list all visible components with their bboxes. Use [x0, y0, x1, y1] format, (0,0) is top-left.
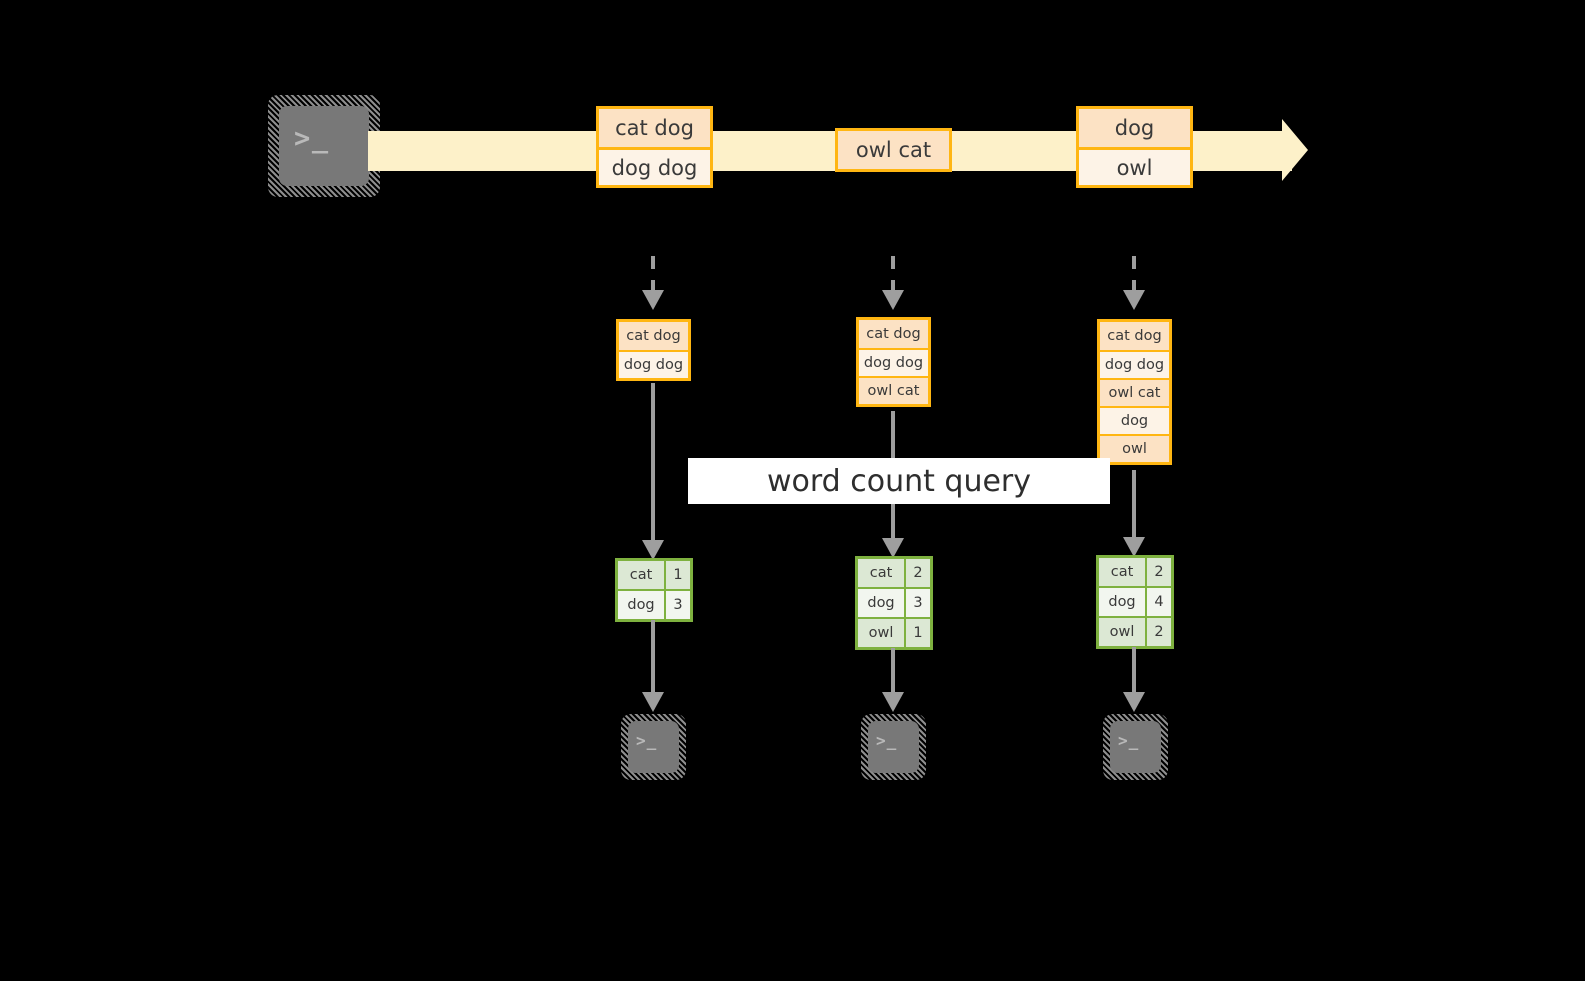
result-word: dog: [858, 589, 904, 617]
snapshot-1-sink-arrowhead: [642, 692, 664, 712]
snapshot-1-sink-terminal[interactable]: >_: [621, 714, 686, 780]
table-row: dog 4: [1099, 586, 1171, 616]
snapshot-3-result-table[interactable]: cat 2 dog 4 owl 2: [1096, 555, 1174, 649]
table-row: dog 3: [858, 587, 930, 617]
result-count: 2: [904, 559, 930, 587]
terminal-prompt-glyph: >_: [294, 123, 330, 154]
snapshot-1-query-line: [651, 383, 655, 550]
snapshot-input-line: cat dog: [619, 322, 688, 350]
stream-arrow-head: [1282, 119, 1308, 181]
snapshot-2-input-box[interactable]: cat dog dog dog owl cat: [856, 317, 931, 407]
snapshot-input-line: cat dog: [859, 320, 928, 348]
result-count: 3: [664, 591, 690, 619]
table-row: cat 2: [1099, 558, 1171, 586]
terminal-screen: [279, 106, 369, 186]
snapshot-3-feed-arrowhead: [1123, 290, 1145, 310]
result-word: dog: [1099, 588, 1145, 616]
result-count: 2: [1145, 618, 1171, 646]
snapshot-3-feed-line: [1132, 256, 1136, 292]
snapshot-2-sink-line: [891, 648, 895, 698]
snapshot-1-input-box[interactable]: cat dog dog dog: [616, 319, 691, 381]
table-row: cat 1: [618, 561, 690, 589]
terminal-screen: [1110, 721, 1161, 773]
snapshot-1-query-arrowhead: [642, 540, 664, 560]
stream-source-terminal[interactable]: >_: [268, 95, 380, 197]
word-count-query-band: word count query: [688, 458, 1110, 504]
snapshot-1-result-table[interactable]: cat 1 dog 3: [615, 558, 693, 622]
result-word: cat: [1099, 558, 1145, 586]
stream-event-line: owl: [1079, 147, 1190, 185]
snapshot-input-line: dog: [1100, 406, 1169, 434]
stream-event-group-1[interactable]: cat dog dog dog: [596, 106, 713, 188]
result-word: owl: [1099, 618, 1145, 646]
snapshot-3-input-box[interactable]: cat dog dog dog owl cat dog owl: [1097, 319, 1172, 465]
table-row: owl 2: [1099, 616, 1171, 646]
snapshot-2-result-table[interactable]: cat 2 dog 3 owl 1: [855, 556, 933, 650]
word-count-query-label: word count query: [766, 463, 1032, 499]
stream-event-line: owl cat: [838, 131, 949, 169]
result-word: owl: [858, 619, 904, 647]
snapshot-1-feed-line: [651, 256, 655, 292]
result-word: dog: [618, 591, 664, 619]
terminal-screen: [868, 721, 919, 773]
snapshot-1-feed-arrowhead: [642, 290, 664, 310]
terminal-prompt-glyph: >_: [1118, 731, 1140, 750]
snapshot-input-line: dog dog: [859, 348, 928, 376]
terminal-prompt-glyph: >_: [636, 731, 658, 750]
snapshot-2-sink-terminal[interactable]: >_: [861, 714, 926, 780]
snapshot-1-sink-line: [651, 620, 655, 698]
result-word: cat: [618, 561, 664, 589]
snapshot-3-sink-terminal[interactable]: >_: [1103, 714, 1168, 780]
result-count: 2: [1145, 558, 1171, 586]
snapshot-input-line: cat dog: [1100, 322, 1169, 350]
result-word: cat: [858, 559, 904, 587]
result-count: 1: [664, 561, 690, 589]
snapshot-3-sink-line: [1132, 647, 1136, 698]
table-row: owl 1: [858, 617, 930, 647]
snapshot-3-sink-arrowhead: [1123, 692, 1145, 712]
stream-event-group-2[interactable]: owl cat: [835, 128, 952, 172]
snapshot-input-line: dog dog: [1100, 350, 1169, 378]
table-row: dog 3: [618, 589, 690, 619]
stream-event-line: cat dog: [599, 109, 710, 147]
stream-event-line: dog: [1079, 109, 1190, 147]
terminal-screen: [628, 721, 679, 773]
snapshot-3-query-arrowhead: [1123, 537, 1145, 557]
snapshot-input-line: owl cat: [1100, 378, 1169, 406]
snapshot-3-query-line: [1132, 470, 1136, 548]
snapshot-2-query-arrowhead: [882, 538, 904, 558]
result-count: 1: [904, 619, 930, 647]
stream-event-line: dog dog: [599, 147, 710, 185]
snapshot-input-line: owl: [1100, 434, 1169, 462]
snapshot-2-feed-line: [891, 256, 895, 292]
snapshot-2-feed-arrowhead: [882, 290, 904, 310]
table-row: cat 2: [858, 559, 930, 587]
snapshot-input-line: dog dog: [619, 350, 688, 378]
result-count: 3: [904, 589, 930, 617]
stream-event-group-3[interactable]: dog owl: [1076, 106, 1193, 188]
snapshot-input-line: owl cat: [859, 376, 928, 404]
snapshot-2-sink-arrowhead: [882, 692, 904, 712]
terminal-prompt-glyph: >_: [876, 731, 898, 750]
result-count: 4: [1145, 588, 1171, 616]
